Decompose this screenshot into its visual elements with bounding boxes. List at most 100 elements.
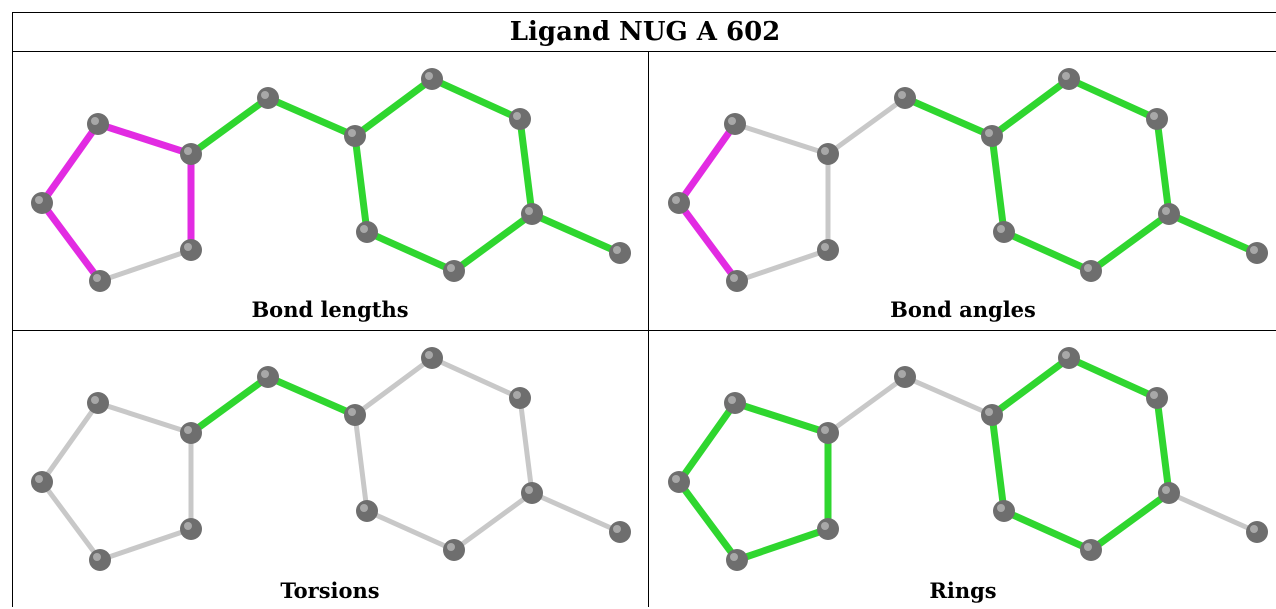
bond-grey <box>529 490 623 535</box>
caption-bond-angles: Bond angles <box>890 297 1036 322</box>
bond-magenta <box>94 120 195 158</box>
atom <box>668 192 690 214</box>
bond-green <box>1165 210 1261 257</box>
bond-green <box>264 94 359 140</box>
bond-grey <box>364 508 457 553</box>
atom <box>31 471 53 493</box>
title-divider <box>12 51 1276 52</box>
bond-grey <box>451 490 535 553</box>
molecule-rings <box>668 347 1268 571</box>
bond-green <box>516 115 536 218</box>
atom <box>981 404 1003 426</box>
bond-green <box>1087 489 1173 554</box>
atom <box>1246 521 1268 543</box>
bond-grey <box>95 400 194 436</box>
atom-highlight <box>184 243 192 251</box>
bond-green <box>187 373 272 437</box>
row-divider <box>12 330 1276 331</box>
atom-highlight <box>1084 264 1092 272</box>
atom <box>1146 387 1168 409</box>
atom-highlight <box>425 351 433 359</box>
bond-grey <box>39 479 103 563</box>
bond-grey <box>825 95 908 157</box>
atom <box>344 125 366 147</box>
atom <box>993 500 1015 522</box>
atom <box>521 482 543 504</box>
atom-highlight <box>613 246 621 254</box>
caption-rings: Rings <box>929 578 997 603</box>
bond-green <box>988 354 1073 419</box>
atom-highlight <box>35 475 43 483</box>
bond-grey <box>97 526 194 563</box>
atom <box>180 422 202 444</box>
atom <box>344 404 366 426</box>
atom <box>509 108 531 130</box>
bond-grey <box>517 395 535 496</box>
atom <box>443 260 465 282</box>
atom-highlight <box>728 396 736 404</box>
atom <box>817 422 839 444</box>
title-row: Ligand NUG A 602 <box>12 12 1276 51</box>
atom-highlight <box>728 117 736 125</box>
bond-grey <box>732 121 831 157</box>
atom <box>89 270 111 292</box>
bond-grey <box>352 355 435 418</box>
atom <box>609 521 631 543</box>
atom-highlight <box>93 553 101 561</box>
bond-grey <box>825 374 908 436</box>
atom-highlight <box>513 391 521 399</box>
atom <box>356 221 378 243</box>
atom <box>1158 203 1180 225</box>
atom <box>817 518 839 540</box>
bond-green <box>731 399 832 437</box>
bond-green <box>187 94 272 158</box>
bond-green <box>675 478 741 564</box>
left-border <box>12 12 13 607</box>
atom-highlight <box>1062 72 1070 80</box>
atom <box>443 539 465 561</box>
atom <box>421 347 443 369</box>
atom <box>1158 482 1180 504</box>
bond-green <box>988 75 1073 140</box>
atom <box>180 518 202 540</box>
atom-highlight <box>447 264 455 272</box>
atom <box>87 392 109 414</box>
bond-green <box>1000 507 1095 554</box>
atom-highlight <box>348 129 356 137</box>
column-divider <box>648 52 649 607</box>
atom-highlight <box>997 225 1005 233</box>
bond-grey <box>734 247 831 284</box>
atom <box>1058 68 1080 90</box>
atom-highlight <box>1162 486 1170 494</box>
atom-highlight <box>898 91 906 99</box>
atom <box>724 113 746 135</box>
bond-green <box>264 373 359 419</box>
atom <box>1080 260 1102 282</box>
molecule-bond-angles <box>668 68 1268 292</box>
bond-green <box>1153 115 1173 218</box>
atom-highlight <box>35 196 43 204</box>
atom-highlight <box>898 370 906 378</box>
atom <box>817 239 839 261</box>
atom-highlight <box>525 207 533 215</box>
bond-green <box>428 75 524 123</box>
atom-highlight <box>184 147 192 155</box>
atom <box>509 387 531 409</box>
atom-highlight <box>730 274 738 282</box>
bond-green <box>363 228 458 275</box>
atom <box>817 143 839 165</box>
bond-grey <box>97 247 194 284</box>
atom <box>668 471 690 493</box>
atom <box>1058 347 1080 369</box>
atom <box>724 392 746 414</box>
bond-green <box>351 132 371 236</box>
atom <box>180 143 202 165</box>
atom-highlight <box>184 522 192 530</box>
atom-highlight <box>1150 391 1158 399</box>
panel-torsions: Torsions <box>13 331 647 609</box>
panel-rings: Rings <box>650 331 1276 609</box>
bond-green <box>1087 210 1173 275</box>
atom-highlight <box>1084 543 1092 551</box>
molecule-torsions <box>31 347 631 571</box>
atom-highlight <box>93 274 101 282</box>
